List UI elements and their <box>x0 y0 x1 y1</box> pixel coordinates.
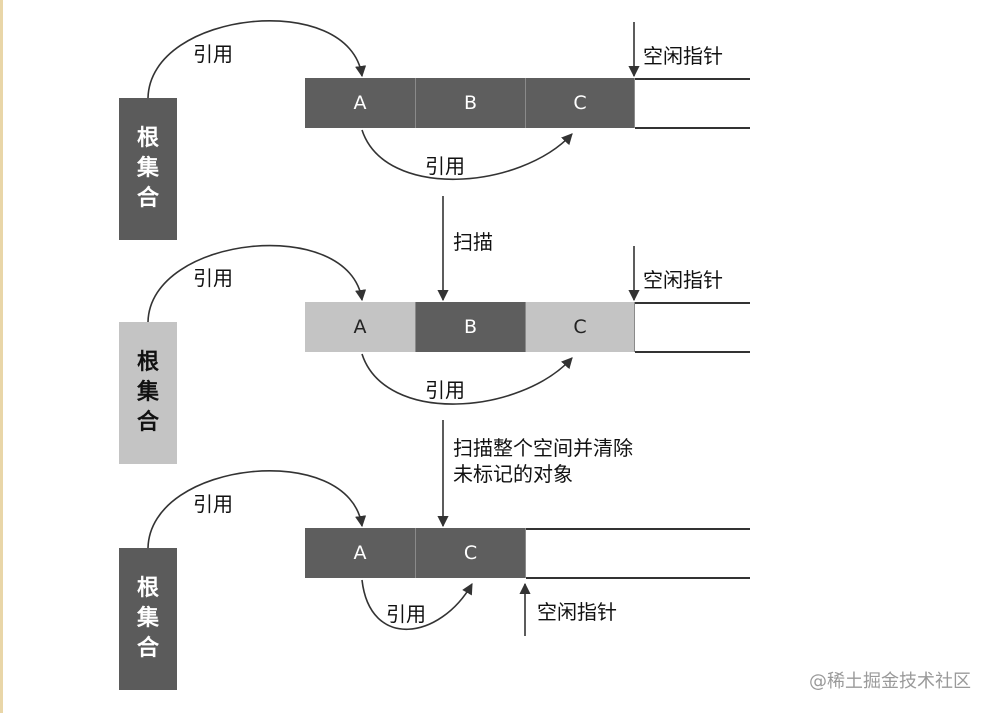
free-space-bottom-line <box>635 127 750 129</box>
scan-label: 扫描 <box>453 230 493 254</box>
reference-label: 引用 <box>193 492 233 516</box>
heap-cell-c: C <box>526 302 635 352</box>
root-set-char: 集 <box>136 156 159 181</box>
heap-cell-b: B <box>416 302 526 352</box>
root-set-char: 集 <box>136 606 159 631</box>
reference-label: 引用 <box>193 266 233 290</box>
heap-cell-a: A <box>305 78 416 128</box>
root-set-char: 根 <box>136 126 159 151</box>
scan-clear-label-line2: 未标记的对象 <box>453 462 573 486</box>
root-set-char: 根 <box>136 576 159 601</box>
scan-clear-label-line1: 扫描整个空间并清除 <box>453 436 633 460</box>
root-set-char: 合 <box>136 186 159 211</box>
free-space-top-line <box>635 78 750 80</box>
root-set-3: 根 集 合 <box>119 548 177 690</box>
root-set-char: 合 <box>136 636 159 661</box>
a-to-c-arrow-2 <box>361 353 573 405</box>
watermark: @稀土掘金技术社区 <box>809 671 971 692</box>
free-space-bottom-line <box>635 351 750 353</box>
reference-label: 引用 <box>425 378 465 402</box>
reference-label: 引用 <box>425 154 465 178</box>
heap-cell-a: A <box>305 302 416 352</box>
root-set-2: 根 集 合 <box>119 322 177 464</box>
free-pointer-label: 空闲指针 <box>643 44 723 68</box>
reference-label: 引用 <box>386 602 426 626</box>
free-space-bottom-line <box>526 577 750 579</box>
root-set-char: 根 <box>136 350 159 375</box>
heap-cell-a: A <box>305 528 416 578</box>
a-to-c-arrow-3 <box>361 579 473 630</box>
a-to-c-arrow-1 <box>361 129 573 181</box>
free-pointer-label: 空闲指针 <box>643 268 723 292</box>
root-set-char: 集 <box>136 380 159 405</box>
root-to-a-arrow-3 <box>147 470 367 549</box>
heap-cell-b: B <box>416 78 526 128</box>
reference-label: 引用 <box>193 42 233 66</box>
left-edge-strip <box>0 0 3 713</box>
root-to-a-arrow-1 <box>147 20 367 99</box>
free-pointer-label: 空闲指针 <box>537 600 617 624</box>
root-set-1: 根 集 合 <box>119 98 177 240</box>
heap-cell-c: C <box>526 78 635 128</box>
free-space-top-line <box>526 528 750 530</box>
root-to-a-arrow-2 <box>147 244 367 323</box>
root-set-char: 合 <box>136 410 159 435</box>
heap-cell-c: C <box>416 528 526 578</box>
free-space-top-line <box>635 302 750 304</box>
